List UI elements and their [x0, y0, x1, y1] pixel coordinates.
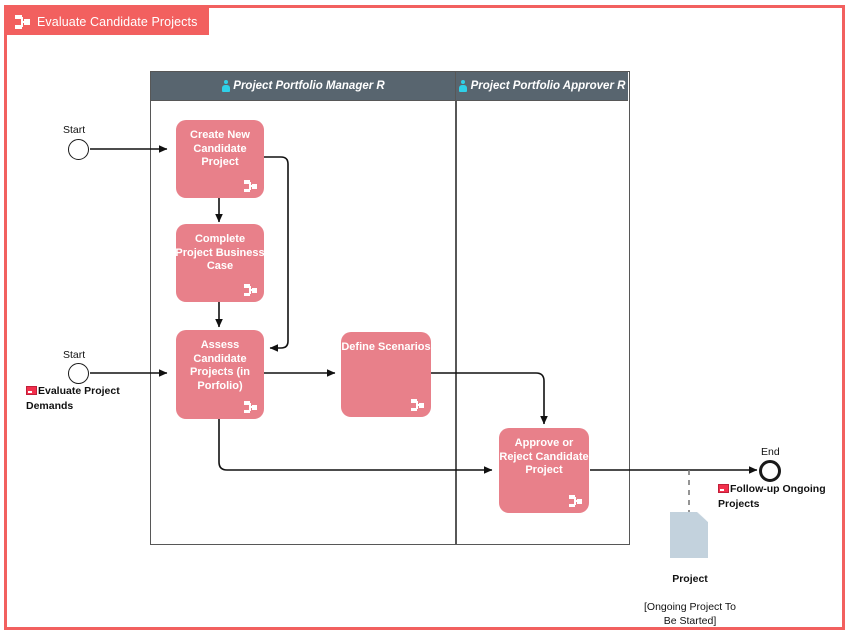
start-event-top[interactable] [68, 139, 89, 160]
task-create-new-candidate-project[interactable]: Create New Candidate Project [176, 120, 264, 198]
link-icon [718, 484, 729, 493]
subprocess-marker-icon [569, 495, 582, 507]
task-label: Define Scenarios [341, 341, 431, 353]
lane-header-project-portfolio-approver[interactable]: Project Portfolio Approver R [456, 72, 628, 101]
end-event-label: End [761, 446, 780, 458]
lane-label: Project Portfolio Approver R [470, 80, 626, 92]
start-event-label-bottom: Start [63, 349, 86, 361]
subprocess-marker-icon [244, 401, 257, 413]
annotation-evaluate-project-demands[interactable]: Evaluate Project Demands [26, 384, 146, 414]
document-fold-icon [697, 512, 708, 522]
actor-icon [459, 80, 468, 92]
diagram-title: Evaluate Candidate Projects [37, 14, 198, 29]
subprocess-marker-icon [244, 284, 257, 296]
task-define-scenarios[interactable]: Define Scenarios [341, 332, 431, 417]
task-complete-project-business-case[interactable]: Complete Project Business Case [175, 224, 265, 302]
task-assess-candidate-projects[interactable]: Assess Candidate Projects (in Porfolio) [176, 330, 264, 419]
task-label: Complete Project Business Case [175, 233, 265, 272]
data-object-label: Project [Ongoing Project To Be Started] [628, 558, 752, 628]
lane-header-row: Project Portfolio Manager R Project Port… [151, 72, 629, 101]
lane-label: Project Portfolio Manager R [233, 80, 385, 92]
link-icon [26, 386, 37, 395]
subprocess-icon [15, 14, 30, 29]
document-icon [670, 512, 708, 558]
task-label: Approve or Reject Candidate Project [499, 437, 589, 476]
data-object-state: [Ongoing Project To Be Started] [643, 601, 737, 627]
lane-header-project-portfolio-manager[interactable]: Project Portfolio Manager R [151, 72, 456, 101]
data-object-name: Project [672, 573, 708, 585]
task-approve-or-reject-candidate-project[interactable]: Approve or Reject Candidate Project [499, 428, 589, 513]
start-event-label-top: Start [63, 124, 86, 136]
diagram-title-tab[interactable]: Evaluate Candidate Projects [7, 8, 210, 35]
end-event[interactable] [759, 460, 781, 482]
task-label: Assess Candidate Projects (in Porfolio) [190, 339, 250, 392]
lane-divider [455, 101, 457, 544]
task-label: Create New Candidate Project [190, 129, 250, 168]
start-event-bottom[interactable] [68, 363, 89, 384]
annotation-text: Follow-up Ongoing Projects [718, 483, 826, 510]
subprocess-marker-icon [244, 180, 257, 192]
annotation-follow-up-ongoing-projects[interactable]: Follow-up Ongoing Projects [718, 482, 836, 512]
annotation-text: Evaluate Project Demands [26, 385, 120, 412]
actor-icon [221, 80, 230, 92]
subprocess-marker-icon [411, 399, 424, 411]
data-object-project[interactable] [670, 512, 708, 558]
